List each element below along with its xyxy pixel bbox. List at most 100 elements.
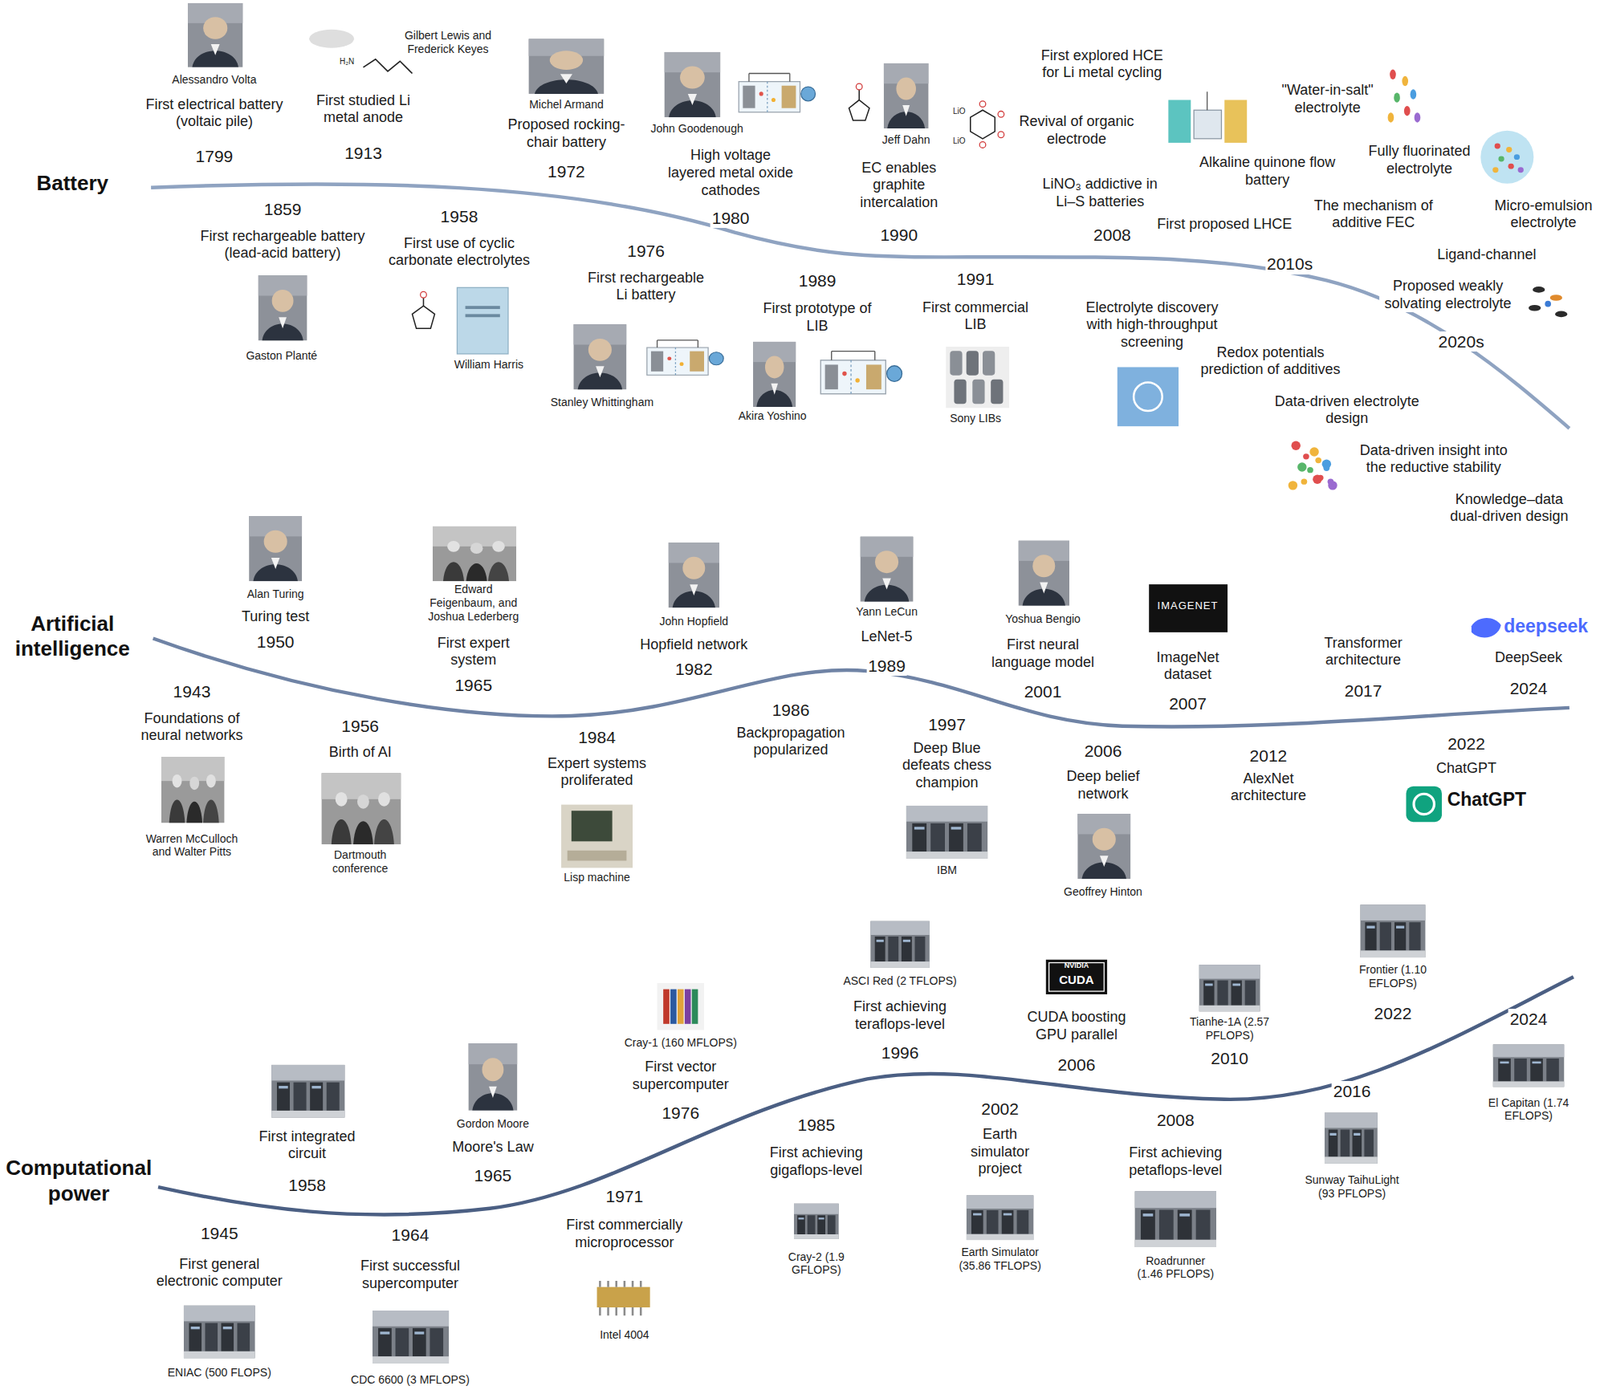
year-label: 1956 bbox=[339, 716, 381, 737]
year-label: 2016 bbox=[1331, 1081, 1373, 1102]
molecule-chain bbox=[362, 59, 412, 74]
caption-label: Gaston Planté bbox=[244, 349, 319, 363]
track-heading: Battery bbox=[34, 170, 110, 196]
year-label: 1989 bbox=[797, 270, 839, 291]
year-label: 1972 bbox=[545, 161, 587, 182]
caption-label: Jeff Dahn bbox=[880, 133, 933, 147]
caption-label: Stanley Whittingham bbox=[549, 395, 656, 410]
event-label: Deep Blue defeats chess champion bbox=[898, 740, 996, 793]
event-label: Backpropagation popularized bbox=[731, 724, 851, 760]
event-label: Data-driven insight into the reductive s… bbox=[1354, 442, 1513, 477]
chatgpt-icon bbox=[1406, 786, 1442, 823]
event-label: First achieving petaflops-level bbox=[1124, 1144, 1227, 1180]
cray2-photo bbox=[793, 1203, 839, 1239]
year-label: 1943 bbox=[171, 681, 213, 702]
tianhe-photo bbox=[1198, 964, 1260, 1012]
event-label: Alkaline quinone flow battery bbox=[1194, 154, 1341, 189]
caption-label: Edward Feigenbaum, and Joshua Lederberg bbox=[421, 582, 526, 623]
intel-chip bbox=[597, 1287, 651, 1308]
cell-schematic bbox=[647, 340, 724, 375]
caption-label: Alessandro Volta bbox=[170, 73, 258, 87]
ec-bond bbox=[858, 89, 860, 101]
event-label: First rechargeable Li battery bbox=[582, 269, 709, 305]
roadrunner-photo bbox=[1134, 1191, 1217, 1248]
portrait-photo bbox=[187, 3, 244, 68]
event-label: Revival of organic electrode bbox=[1013, 113, 1140, 148]
battery-cylinder bbox=[966, 350, 979, 375]
caption-label: Tianhe-1A (2.57 PFLOPS) bbox=[1184, 1015, 1275, 1043]
year-label: 1985 bbox=[795, 1115, 837, 1136]
year-label: 2010s bbox=[1265, 253, 1315, 274]
event-label: First achieving teraflops-level bbox=[848, 998, 953, 1034]
year-label: 1965 bbox=[472, 1165, 514, 1186]
deepseek-whale bbox=[1471, 618, 1502, 638]
event-label: The mechanism of additive FEC bbox=[1308, 197, 1439, 233]
year-label: 1991 bbox=[955, 268, 997, 290]
event-label: Fully fluorinated electrolyte bbox=[1362, 142, 1476, 178]
caption-label: Cray-1 (160 MFLOPS) bbox=[622, 1036, 739, 1051]
cell-schematic bbox=[820, 351, 902, 395]
solvent-molecule bbox=[1555, 311, 1568, 318]
fluorinated-blob bbox=[1480, 130, 1534, 184]
year-label: 1989 bbox=[866, 655, 908, 676]
event-label: Data-driven electrolyte design bbox=[1270, 393, 1425, 428]
event-label: First electrical battery (voltaic pile) bbox=[138, 96, 290, 131]
year-label: 2012 bbox=[1248, 745, 1290, 766]
caption-label: Frontier (1.10 EFLOPS) bbox=[1347, 963, 1438, 991]
chem-label: LiO bbox=[951, 136, 968, 147]
event-label: CUDA boosting GPU parallel bbox=[1021, 1009, 1132, 1044]
event-label: ChatGPT bbox=[1434, 760, 1499, 778]
year-label: 1980 bbox=[710, 207, 752, 228]
event-label: High voltage layered metal oxide cathode… bbox=[663, 146, 797, 200]
event-label: First general electronic computer bbox=[151, 1256, 288, 1291]
portrait-photo bbox=[668, 542, 721, 608]
year-label: 2010 bbox=[1209, 1048, 1250, 1069]
event-label: Foundations of neural networks bbox=[135, 710, 249, 746]
event-label: LeNet-5 bbox=[859, 628, 915, 647]
track-heading: Computational power bbox=[3, 1156, 155, 1206]
group-photo bbox=[321, 773, 401, 845]
data-scatter bbox=[1288, 441, 1338, 491]
cdc-photo bbox=[372, 1310, 449, 1364]
screening-image bbox=[1117, 366, 1179, 427]
caption-label: Dartmouth conference bbox=[326, 848, 394, 876]
caption-label: Cray-2 (1.9 GFLOPS) bbox=[773, 1250, 860, 1279]
caption-label: Yoshua Bengio bbox=[1003, 612, 1083, 627]
event-label: Proposed weakly solvating electrolyte bbox=[1379, 277, 1518, 313]
portrait-photo bbox=[248, 516, 302, 582]
event-label: First commercial LIB bbox=[917, 299, 1034, 334]
caption-label: Intel 4004 bbox=[598, 1328, 652, 1343]
chem-label: H₂N bbox=[337, 56, 356, 67]
thesis-cover bbox=[456, 287, 509, 355]
portrait-photo bbox=[258, 275, 308, 341]
portrait-photo bbox=[663, 52, 721, 118]
event-label: Redox potentials prediction of additives bbox=[1196, 344, 1346, 379]
event-label: DeepSeek bbox=[1493, 649, 1564, 668]
quinone-ring bbox=[970, 109, 996, 139]
year-label: 1945 bbox=[199, 1223, 241, 1244]
event-label: First achieving gigaflops-level bbox=[765, 1144, 868, 1180]
caption-label: Sony LIBs bbox=[948, 411, 1003, 426]
flow-cell bbox=[1193, 109, 1222, 139]
powder-photo bbox=[309, 29, 355, 49]
portrait-photo bbox=[753, 341, 796, 408]
event-label: First commercially microprocessor bbox=[561, 1217, 689, 1252]
event-label: LiNO₃ addictive in Li–S batteries bbox=[1037, 175, 1164, 211]
event-label: Turing test bbox=[240, 608, 311, 627]
flow-tank bbox=[1224, 100, 1247, 143]
cray1-column bbox=[692, 989, 699, 1025]
year-label: 2022 bbox=[1372, 1003, 1414, 1024]
el-capitan-photo bbox=[1493, 1044, 1565, 1088]
solvent-molecule bbox=[1532, 286, 1545, 294]
event-label: ImageNet dataset bbox=[1152, 649, 1224, 684]
year-label: 2001 bbox=[1022, 681, 1064, 702]
earth-simulator-photo bbox=[966, 1195, 1035, 1241]
portrait-photo bbox=[1077, 814, 1131, 880]
caption-label: Alan Turing bbox=[245, 587, 306, 602]
portrait-photo bbox=[883, 63, 929, 129]
year-label: 1958 bbox=[439, 206, 481, 227]
cray1-column bbox=[684, 989, 692, 1025]
caption-label: John Hopfield bbox=[657, 614, 730, 629]
imagenet-logo bbox=[1148, 584, 1228, 633]
event-label: Moore's Law bbox=[450, 1139, 535, 1157]
